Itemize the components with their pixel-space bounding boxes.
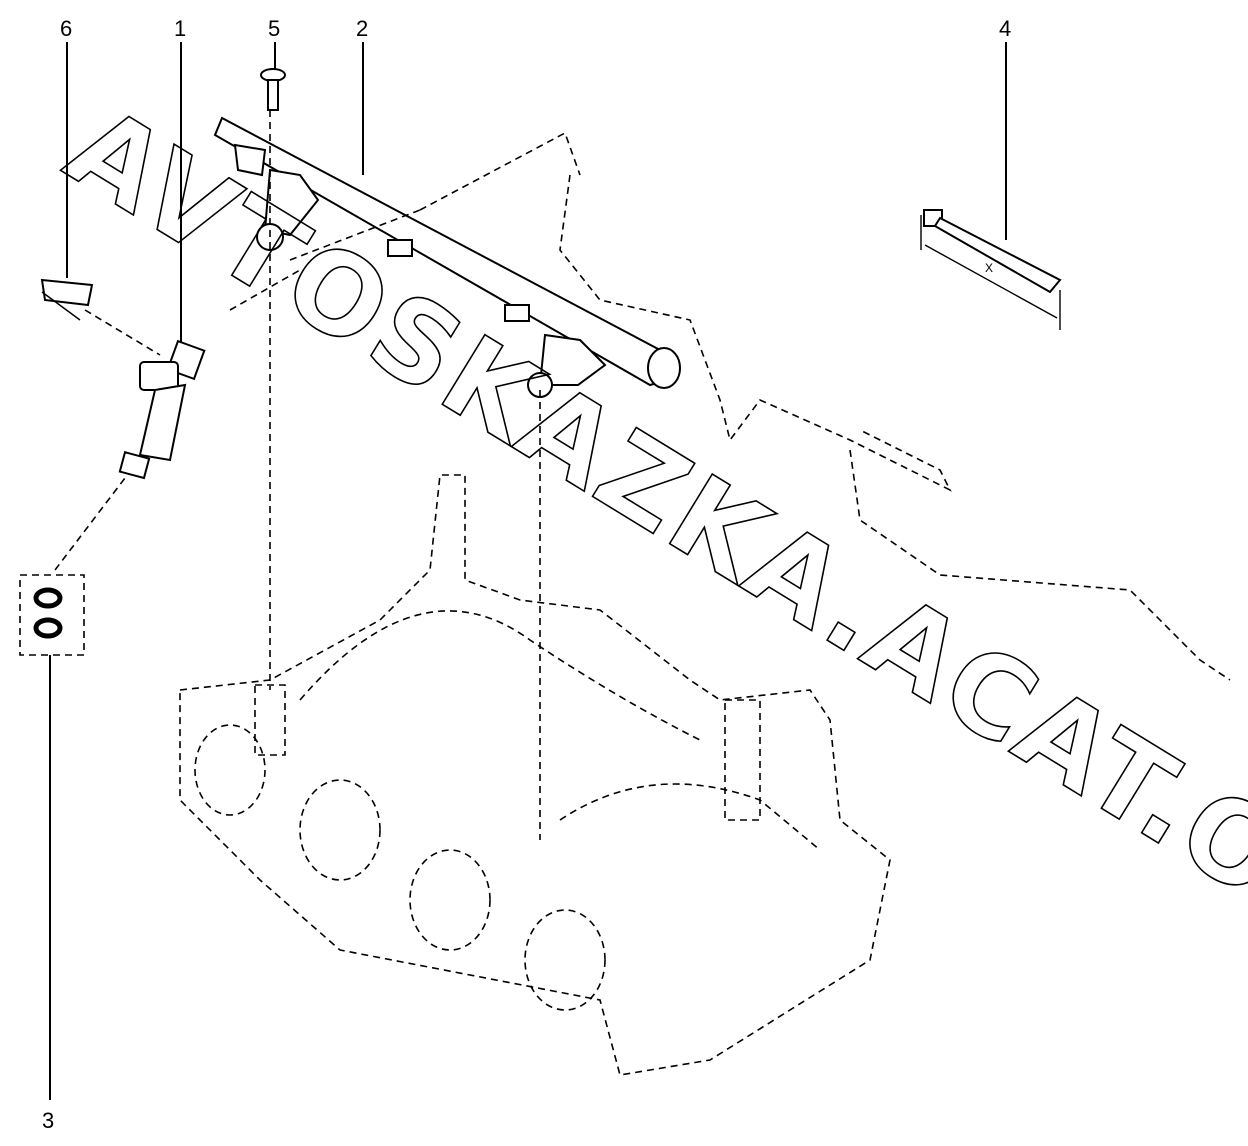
leader-lines xyxy=(49,42,1007,1100)
callout-1: 1 xyxy=(174,16,186,41)
callout-5: 5 xyxy=(268,16,280,41)
injector xyxy=(118,339,206,480)
cable-tie: X xyxy=(920,209,1062,330)
dimension-x-label: X xyxy=(985,261,993,275)
callout-4: 4 xyxy=(999,16,1011,41)
bolt xyxy=(260,68,286,111)
watermark: AVTOSKAZKA.ACAT.ONLINE xyxy=(46,82,1248,1133)
clip xyxy=(40,278,94,321)
callout-3: 3 xyxy=(42,1108,54,1133)
fuel-rail xyxy=(213,116,681,398)
o-ring-set xyxy=(19,574,85,656)
intake-manifold xyxy=(179,474,891,1076)
callout-2: 2 xyxy=(356,16,368,41)
assembly-lines xyxy=(54,110,1231,840)
callout-6: 6 xyxy=(60,16,72,41)
